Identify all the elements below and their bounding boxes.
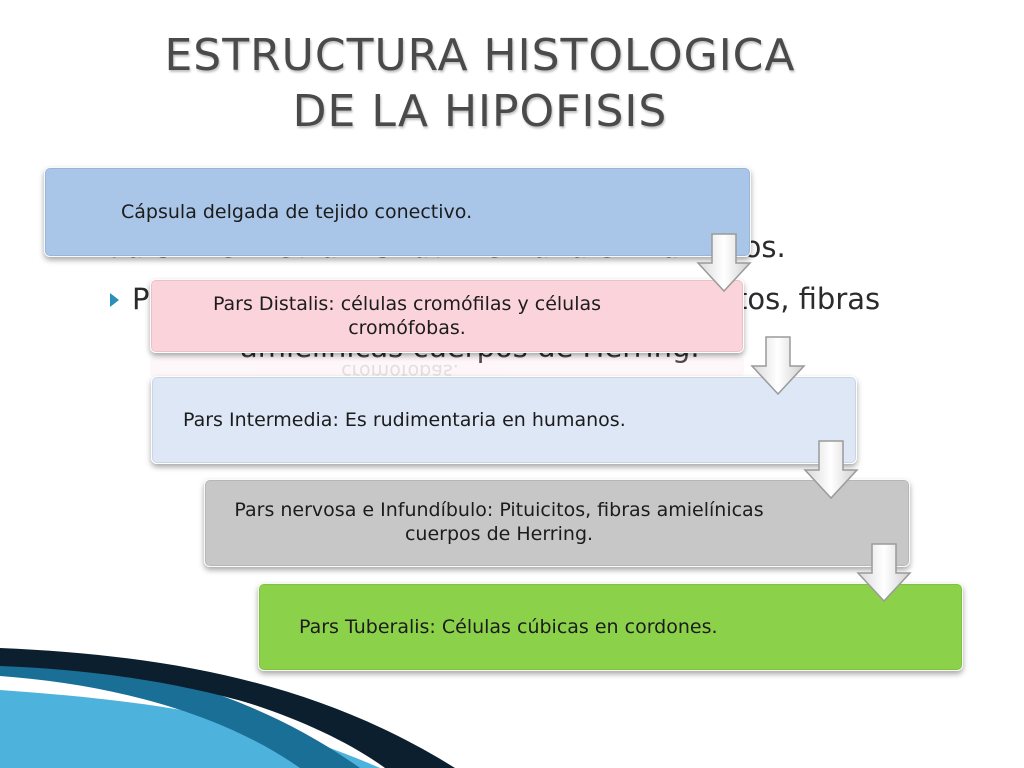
process-step-label: Pars Tuberalis: Células cúbicas en cordo… xyxy=(299,616,718,638)
bullet-icon xyxy=(110,293,119,307)
down-arrow-icon xyxy=(856,543,912,603)
process-step-label: Pars nervosa e Infundíbulo: Pituicitos, … xyxy=(234,499,764,545)
process-step-pars-intermedia: Pars Intermedia: Es rudimentaria en huma… xyxy=(151,376,857,464)
down-arrow-icon xyxy=(750,336,806,396)
process-step-capsula: Cápsula delgada de tejido conectivo. xyxy=(44,167,751,257)
process-step-label: Pars Distalis: células cromófilas y célu… xyxy=(212,293,602,339)
process-step-pars-distalis: Pars Distalis: células cromófilas y célu… xyxy=(150,279,744,353)
slide-title: ESTRUCTURA HISTOLOGICA DE LA HIPOFISIS xyxy=(0,28,960,140)
background-bullet-line-2-start: P xyxy=(132,282,150,316)
process-step-label: Pars Intermedia: Es rudimentaria en huma… xyxy=(183,409,626,431)
process-step-pars-nervosa: Pars nervosa e Infundíbulo: Pituicitos, … xyxy=(204,479,910,567)
background-bullet-line-2-end: tos, fibras xyxy=(736,282,881,316)
process-step-pars-tuberalis: Pars Tuberalis: Células cúbicas en cordo… xyxy=(258,583,963,671)
slide-title-line-2: DE LA HIPOFISIS xyxy=(292,86,668,137)
down-arrow-icon xyxy=(696,233,752,293)
process-step-label: Cápsula delgada de tejido conectivo. xyxy=(121,201,473,223)
down-arrow-icon xyxy=(803,440,859,500)
slide-title-line-1: ESTRUCTURA HISTOLOGICA xyxy=(164,30,796,81)
